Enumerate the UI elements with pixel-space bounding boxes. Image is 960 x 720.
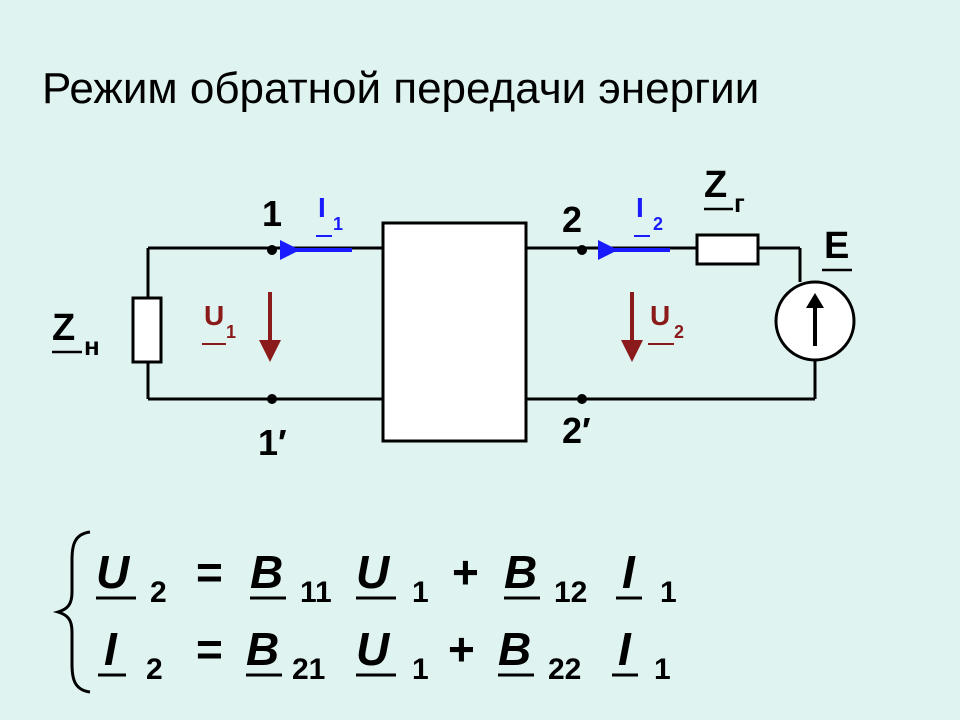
eq2-lhs-sub: 2: [146, 653, 163, 686]
terminal-1-label: 1: [262, 193, 282, 234]
eq2-term1: B: [246, 623, 279, 675]
eq1-term4: I: [622, 546, 636, 598]
emf-arrow-head: [806, 293, 824, 308]
current-1-sub: 1: [333, 214, 343, 234]
eq2-term4-sub: 1: [654, 653, 671, 686]
eq1-term3: B: [504, 546, 537, 598]
voltage-1-sub: 1: [226, 322, 236, 342]
terminal-1prime-label: 1′: [258, 422, 287, 463]
voltage-2-arrow-head: [621, 340, 643, 362]
eq1-term2: U: [356, 546, 391, 598]
source-impedance-sub: г: [734, 188, 745, 218]
eq1-equals: =: [196, 546, 223, 598]
eq2-term3-sub: 22: [548, 653, 581, 686]
eq2-term2-sub: 1: [412, 653, 429, 686]
equation-row-2: I 2 = B 21 U 1 + B 22 I 1: [98, 623, 671, 686]
eq1-term4-sub: 1: [660, 576, 677, 609]
load-impedance-sub: н: [84, 331, 100, 361]
emf-label: E: [824, 225, 849, 267]
eq2-term2: U: [356, 623, 391, 675]
wires: [146, 246, 817, 401]
eq1-term2-sub: 1: [412, 576, 429, 609]
terminal-2-label: 2: [562, 199, 582, 240]
slide-title: Режим обратной передачи энергии: [42, 64, 760, 113]
eq1-term1: B: [250, 546, 283, 598]
eq1-lhs-sub: 2: [150, 576, 167, 609]
eq2-term1-sub: 21: [292, 653, 325, 686]
two-port-network-box: [381, 221, 528, 443]
eq2-lhs: I: [104, 623, 118, 675]
terminal-2-dot: [577, 245, 587, 255]
eq2-term4: I: [618, 623, 632, 675]
eq2-plus: +: [448, 623, 475, 675]
terminal-1prime-dot: [267, 394, 277, 404]
eq1-plus: +: [452, 546, 479, 598]
terminal-2prime-label: 2′: [562, 410, 591, 451]
load-impedance-letter: Z: [52, 307, 75, 349]
terminal-1-dot: [267, 245, 277, 255]
source-impedance-letter: Z: [704, 164, 727, 206]
eq2-equals: =: [196, 623, 223, 675]
voltage-1-letter: U: [204, 300, 224, 331]
system-brace: [52, 530, 91, 694]
equation-row-1: U 2 = B 11 U 1 + B 12 I 1: [96, 546, 677, 609]
load-resistor: [131, 296, 163, 364]
current-2-sub: 2: [653, 214, 663, 234]
terminal-2prime-dot: [577, 394, 587, 404]
eq1-lhs: U: [96, 546, 131, 598]
eq2-term3: B: [498, 623, 531, 675]
voltage-2-sub: 2: [674, 322, 684, 342]
source-resistor: [695, 233, 760, 266]
current-1-letter: I: [318, 192, 326, 223]
eq1-term3-sub: 12: [554, 576, 587, 609]
voltage-2-letter: U: [650, 300, 670, 331]
eq1-term1-sub: 11: [300, 576, 332, 609]
current-2-letter: I: [636, 192, 644, 223]
voltage-1-arrow-head: [259, 340, 281, 362]
